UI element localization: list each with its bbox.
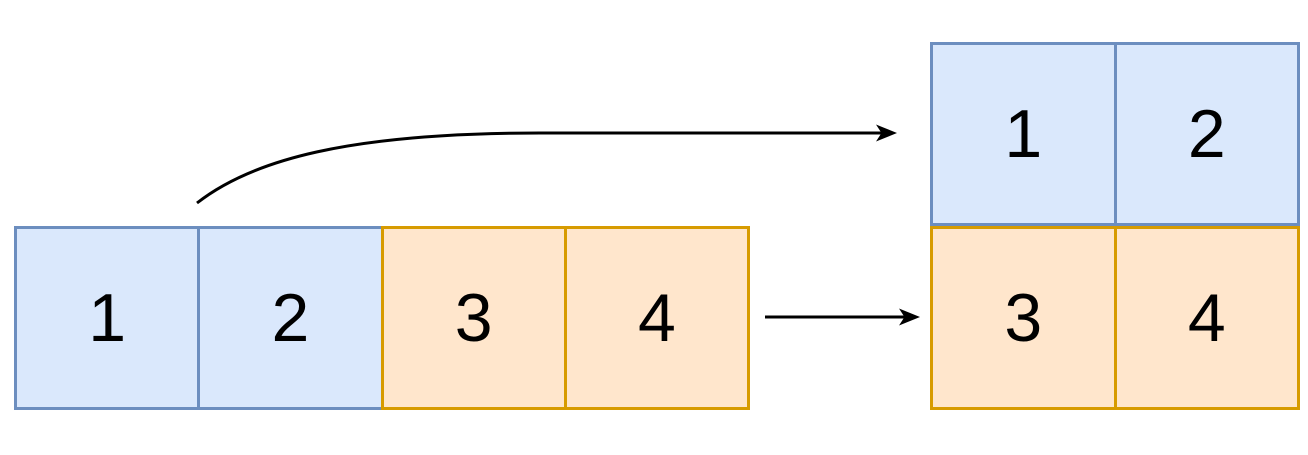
result-cell-2: 2	[1113, 42, 1300, 226]
source-cell-4: 4	[563, 226, 750, 410]
result-row-top: 1 2	[930, 42, 1300, 226]
result-cell-4: 4	[1113, 226, 1300, 410]
result-row-bottom: 3 4	[930, 226, 1300, 410]
result-cell-1: 1	[930, 42, 1117, 226]
curved-arrow-head-icon	[876, 124, 897, 142]
curved-arrow	[196, 131, 882, 205]
result-cell-3: 3	[930, 226, 1117, 410]
source-cell-3: 3	[380, 226, 567, 410]
source-cell-2: 2	[197, 226, 384, 410]
source-array: 1 2 3 4	[14, 226, 750, 410]
straight-arrow-head-icon	[899, 308, 920, 326]
result-matrix: 1 2 3 4	[930, 42, 1300, 410]
source-cell-1: 1	[14, 226, 201, 410]
